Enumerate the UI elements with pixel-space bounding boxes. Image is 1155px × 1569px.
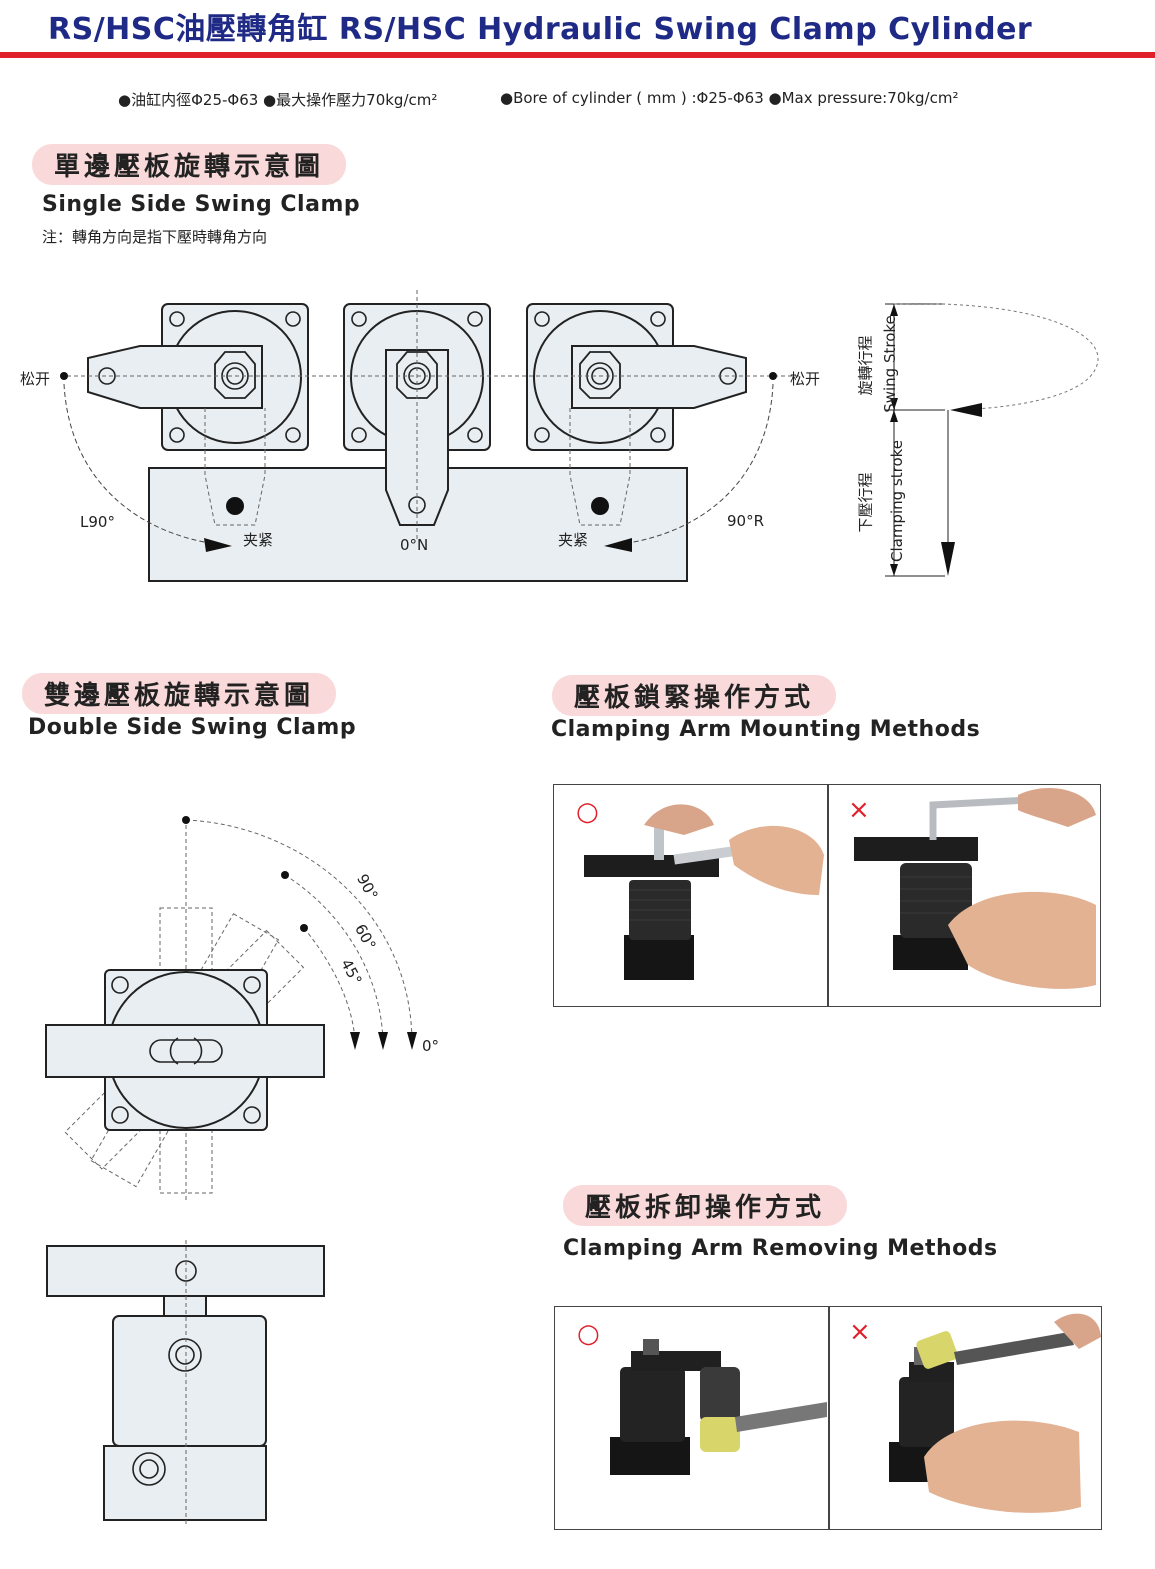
clamping-stroke-cn: 下壓行程: [856, 472, 875, 533]
single-side-diagram: [60, 290, 1099, 582]
mounting-correct-mark: ○: [576, 797, 599, 827]
label-release-right: 松开: [790, 370, 821, 388]
double-side-side-diagram: [46, 1240, 325, 1525]
single-side-title-cn: 單邊壓板旋轉示意圖: [32, 144, 347, 185]
removing-title-cn: 壓板拆卸操作方式: [563, 1185, 848, 1226]
header-divider: [0, 52, 1155, 58]
mounting-wrong-photo: [854, 787, 1096, 989]
removing-correct-mark: ○: [577, 1319, 600, 1349]
label-clamp-right: 夹紧: [558, 531, 589, 549]
removing-title-en: Clamping Arm Removing Methods: [563, 1236, 998, 1261]
removing-wrong-mark: ×: [849, 1317, 871, 1347]
label-l90: L90°: [80, 513, 115, 531]
double-side-title-en: Double Side Swing Clamp: [28, 715, 357, 740]
double-side-title-cn: 雙邊壓板旋轉示意圖: [22, 673, 337, 714]
single-side-title-en: Single Side Swing Clamp: [42, 192, 361, 217]
spec-en: ●Bore of cylinder ( mm ) :Φ25-Φ63 ●Max p…: [500, 89, 959, 107]
double-side-top-diagram: [45, 816, 417, 1200]
removing-correct-photo: [610, 1339, 827, 1475]
mounting-title-cn: 壓板鎖緊操作方式: [552, 675, 837, 716]
single-side-note: 注：轉角方向是指下壓時轉角方向: [42, 228, 268, 246]
swing-stroke-cn: 旋轉行程: [856, 335, 875, 396]
label-0n: 0°N: [400, 536, 429, 554]
mounting-correct-photo: [584, 804, 824, 980]
removing-wrong-photo: [889, 1313, 1101, 1513]
angle-0: 0°: [422, 1037, 440, 1055]
mounting-title-en: Clamping Arm Mounting Methods: [551, 717, 981, 742]
mounting-photos: ○ ×: [553, 784, 1101, 1007]
removing-photos: ○ ×: [554, 1306, 1102, 1530]
clamping-stroke-en: Clamping stroke: [888, 439, 906, 563]
page-title: RS/HSC油壓轉角缸 RS/HSC Hydraulic Swing Clamp…: [48, 12, 1033, 47]
mounting-wrong-mark: ×: [848, 795, 870, 825]
spec-cn: ●油缸内徑Φ25-Φ63 ●最大操作壓力70kg/cm²: [118, 91, 438, 109]
swing-stroke-en: Swing Stroke: [881, 315, 899, 413]
label-clamp-left: 夹紧: [243, 531, 274, 549]
label-90r: 90°R: [727, 512, 765, 530]
label-release-left: 松开: [20, 370, 51, 388]
